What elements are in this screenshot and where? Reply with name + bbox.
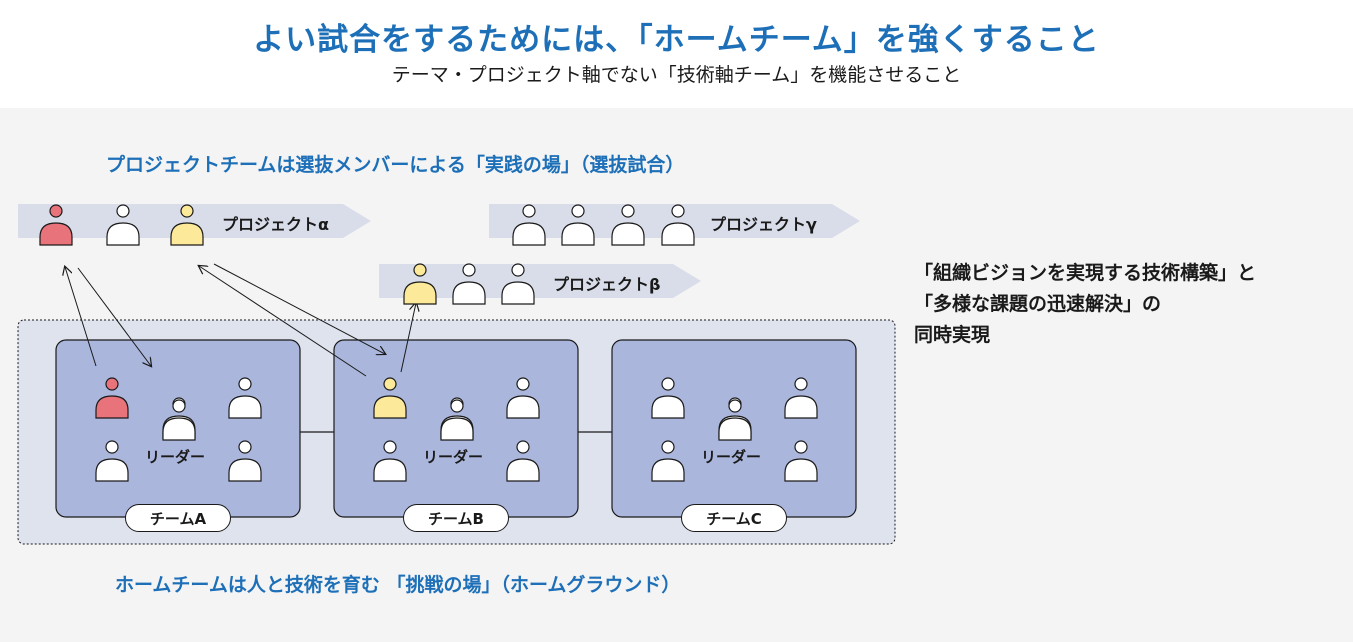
- gamma-member-3-person-icon: [611, 204, 645, 246]
- team-a-leader-label: リーダー: [145, 448, 206, 466]
- team-c-name-pill: チームC: [681, 504, 787, 532]
- goal-line-2: 「多様な課題の迅速解決」の: [914, 293, 1162, 315]
- team-b-name-pill: チームB: [403, 504, 509, 532]
- goal-statement: 「組織ビジョンを実現する技術構築」と 「多様な課題の迅速解決」の 同時実現: [914, 258, 1256, 351]
- team-c-leader-label: リーダー: [701, 448, 762, 466]
- team-b-member-1-person-icon: [373, 377, 407, 419]
- team-c-member-4-person-icon: [651, 440, 685, 482]
- team-c-leader-person-person-icon: [718, 399, 752, 441]
- header: よい試合をするためには、「ホームチーム」を強くすること テーマ・プロジェクト軸で…: [0, 0, 1353, 108]
- beta-member-2-person-icon: [452, 263, 486, 305]
- team-a-member-4-person-icon: [95, 440, 129, 482]
- gamma-member-1-person-icon: [512, 204, 546, 246]
- gamma-member-4-person-icon: [661, 204, 695, 246]
- goal-line-3: 同時実現: [914, 324, 991, 346]
- beta-member-1-person-icon: [403, 263, 437, 305]
- team-b-member-3-person-icon: [506, 377, 540, 419]
- project-alpha-label: プロジェクトα: [222, 215, 329, 234]
- page-title: よい試合をするためには、「ホームチーム」を強くすること: [253, 22, 1100, 58]
- gamma-member-2-person-icon: [561, 204, 595, 246]
- project-alpha-arrow: [18, 204, 371, 238]
- team-b-member-4-person-icon: [373, 440, 407, 482]
- arrow-team-b-to-alpha: [199, 266, 367, 377]
- alpha-member-2-person-icon: [106, 204, 140, 246]
- project-section-label: プロジェクトチームは選抜メンバーによる「実践の場」（選抜試合）: [106, 154, 685, 176]
- project-beta-label: プロジェクトβ: [553, 275, 661, 294]
- arrow-team-a-to-alpha: [65, 267, 97, 367]
- arrow-alpha-to-team-a: [77, 267, 151, 366]
- team-a-leader-person-person-icon: [162, 399, 196, 441]
- alpha-member-1-person-icon: [39, 204, 73, 246]
- alpha-member-3-person-icon: [170, 204, 204, 246]
- team-a-member-3-person-icon: [228, 377, 262, 419]
- arrow-team-b-to-beta: [400, 303, 416, 373]
- goal-line-1: 「組織ビジョンを実現する技術構築」と: [914, 262, 1257, 284]
- arrow-alpha-to-team-b: [213, 263, 385, 354]
- team-a-member-1-person-icon: [95, 377, 129, 419]
- team-a-name-pill: チームA: [125, 504, 231, 532]
- project-gamma-label: プロジェクトγ: [710, 215, 817, 234]
- team-b-leader-person-person-icon: [440, 399, 474, 441]
- team-c-member-1-person-icon: [651, 377, 685, 419]
- team-c-member-3-person-icon: [784, 377, 818, 419]
- team-b-member-6-person-icon: [506, 440, 540, 482]
- team-b-leader-label: リーダー: [423, 448, 484, 466]
- beta-member-3-person-icon: [501, 263, 535, 305]
- home-section-label: ホームチームは人と技術を育む 「挑戦の場」（ホームグラウンド）: [115, 574, 681, 596]
- team-a-member-6-person-icon: [228, 440, 262, 482]
- team-c-member-6-person-icon: [784, 440, 818, 482]
- page-subtitle: テーマ・プロジェクト軸でない「技術軸チーム」を機能させること: [391, 64, 962, 86]
